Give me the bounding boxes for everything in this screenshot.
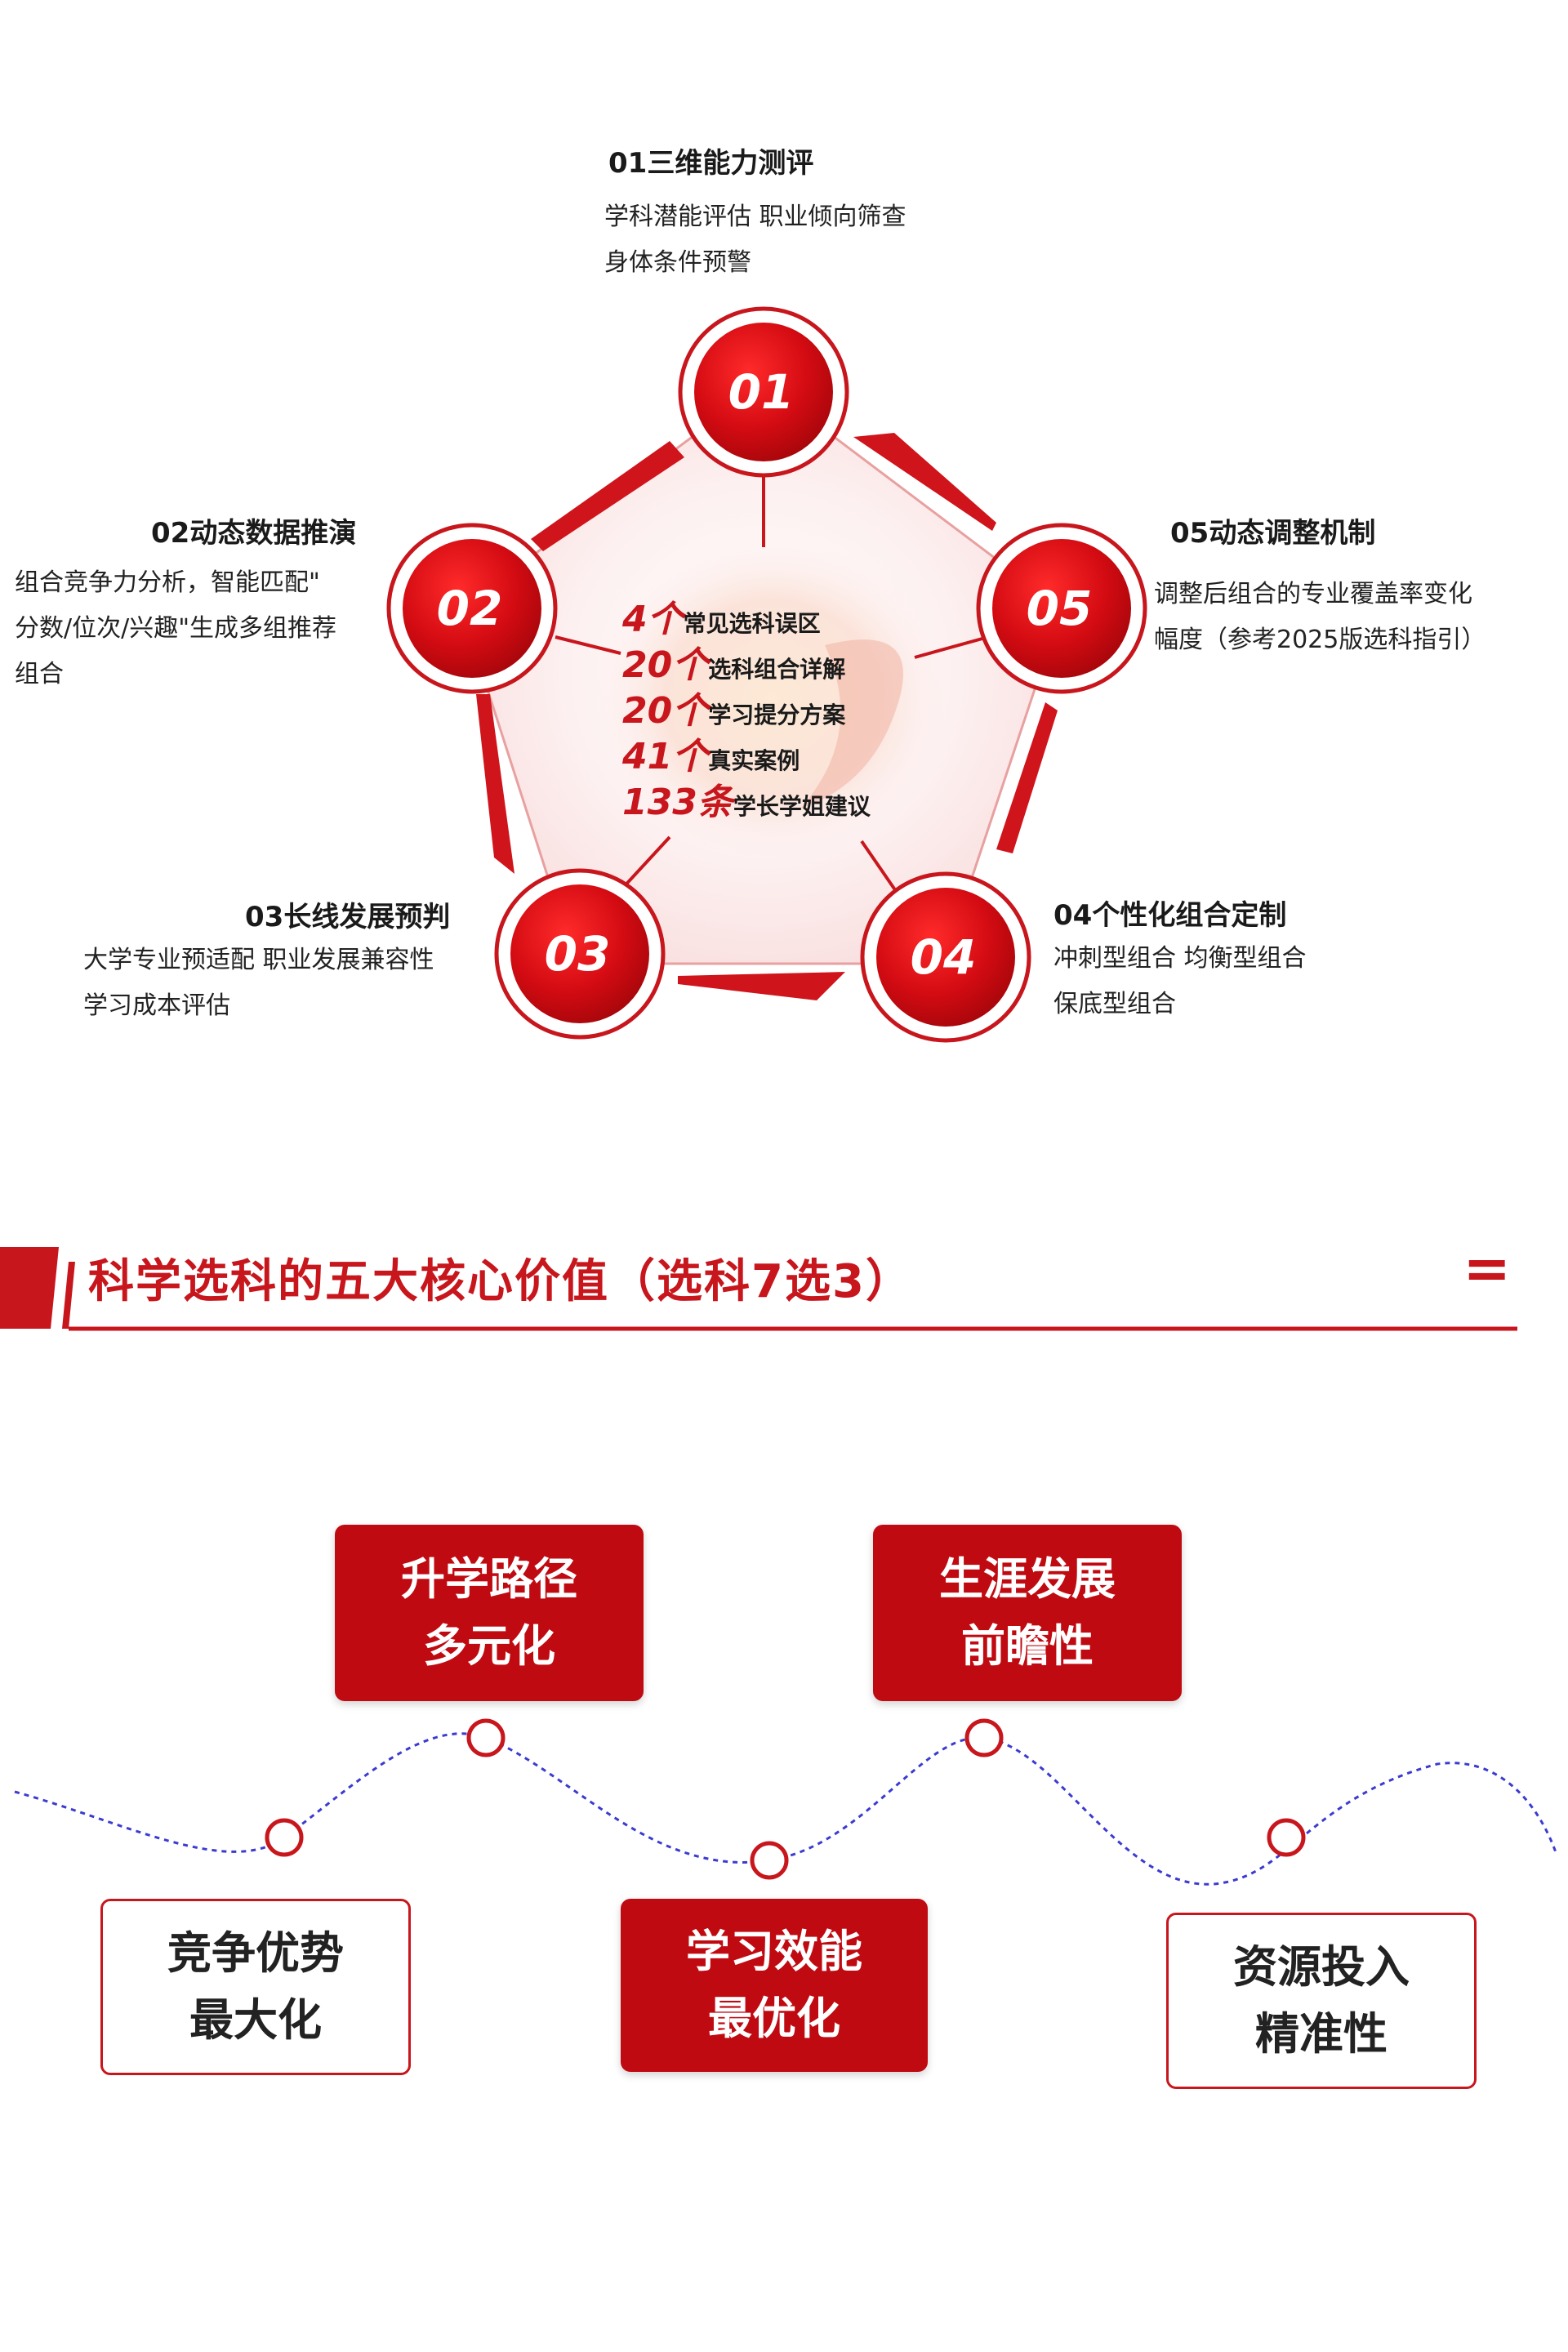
value-box-3-line2: 最大化 — [189, 1994, 322, 2046]
wave-node-4 — [964, 1718, 1004, 1757]
section-header-decoration — [0, 1247, 1517, 1331]
section-equals-mark: = — [1463, 1235, 1511, 1302]
node-title-05: 05动态调整机制 — [1170, 517, 1376, 550]
center-glow — [592, 535, 951, 862]
value-box-1: 升学路径 多元化 — [335, 1525, 644, 1701]
node-badge-02: 02 — [437, 581, 503, 636]
node-desc-02-line1: 组合竞争力分析，智能匹配" — [15, 568, 320, 597]
node-desc-02: 组合竞争力分析，智能匹配" 分数/位次/兴趣"生成多组推荐 组合 — [15, 560, 336, 697]
arrow-05-to-01 — [853, 433, 996, 531]
value-box-4-line1: 学习效能 — [686, 1926, 862, 1977]
node-desc-05-line1: 调整后组合的专业覆盖率变化 — [1154, 580, 1472, 608]
value-box-2-line2: 前瞻性 — [961, 1620, 1094, 1672]
arrow-02-to-03 — [476, 694, 514, 874]
node-desc-03-line1: 大学专业预适配 职业发展兼容性 — [83, 946, 434, 974]
node-desc-02-line3: 组合 — [15, 660, 64, 688]
center-stat-1: 4个常见选科误区 — [622, 599, 821, 640]
node-title-01: 01三维能力测评 — [608, 147, 814, 180]
value-box-3: 竞争优势 最大化 — [100, 1899, 411, 2075]
node-badge-05: 05 — [1027, 581, 1093, 636]
value-box-5-line1: 资源投入 — [1233, 1941, 1410, 1993]
value-wave — [14, 1718, 1557, 1886]
node-badge-01: 01 — [728, 364, 795, 420]
center-stat-3: 20个学习提分方案 — [622, 690, 846, 732]
node-desc-03-line2: 学习成本评估 — [83, 991, 230, 1020]
value-box-4: 学习效能 最优化 — [621, 1899, 928, 2072]
node-balls — [386, 306, 1147, 1043]
spokes — [555, 474, 989, 908]
wave-node-1 — [265, 1818, 304, 1857]
node-badge-04: 04 — [911, 929, 977, 985]
node-title-03: 03长线发展预判 — [245, 901, 451, 933]
arrow-04-to-05 — [996, 702, 1058, 853]
node-ball-05 — [976, 523, 1147, 694]
node-badge-03: 03 — [545, 926, 611, 982]
value-box-3-line1: 竞争优势 — [167, 1927, 344, 1979]
node-desc-01: 学科潜能评估 职业倾向筛查 身体条件预警 — [604, 194, 906, 286]
node-title-02: 02动态数据推演 — [151, 517, 357, 550]
value-box-1-line2: 多元化 — [423, 1620, 555, 1672]
center-stat-5: 133条学长学姐建议 — [622, 782, 871, 823]
node-desc-03: 大学专业预适配 职业发展兼容性 学习成本评估 — [83, 938, 434, 1029]
value-box-2-line1: 生涯发展 — [939, 1553, 1116, 1605]
wave-node-2 — [466, 1718, 506, 1757]
node-desc-01-line1: 学科潜能评估 职业倾向筛查 — [604, 203, 906, 231]
value-box-1-line1: 升学路径 — [401, 1553, 577, 1605]
node-desc-04-line2: 保底型组合 — [1054, 990, 1176, 1018]
value-box-4-line2: 最优化 — [708, 1993, 840, 2044]
section-title: 科学选科的五大核心价值（选科7选3） — [88, 1255, 913, 1308]
arrow-03-to-04 — [678, 972, 845, 1000]
cycle-arrows — [476, 433, 1058, 1000]
value-box-5-line2: 精准性 — [1255, 2008, 1388, 2060]
wave-line — [14, 1732, 1557, 1886]
value-box-5: 资源投入 精准性 — [1166, 1913, 1477, 2089]
node-ball-03 — [494, 868, 666, 1040]
node-ball-04 — [860, 871, 1031, 1043]
wave-node-5 — [1267, 1818, 1306, 1857]
node-desc-04: 冲刺型组合 均衡型组合 保底型组合 — [1054, 936, 1307, 1027]
node-ball-02 — [386, 523, 558, 694]
pentagon-diagram: 01 02 03 04 05 — [386, 306, 1147, 1043]
center-swoosh — [800, 639, 903, 808]
node-ball-01 — [678, 306, 849, 478]
arrow-01-to-02 — [531, 441, 684, 551]
node-desc-01-line2: 身体条件预警 — [604, 248, 751, 277]
node-desc-04-line1: 冲刺型组合 均衡型组合 — [1054, 944, 1307, 973]
node-desc-02-line2: 分数/位次/兴趣"生成多组推荐 — [15, 614, 337, 643]
center-stat-2: 20个选科组合详解 — [622, 644, 846, 686]
node-desc-05-line2: 幅度（参考2025版选科指引） — [1154, 626, 1486, 654]
value-box-2: 生涯发展 前瞻性 — [873, 1525, 1182, 1701]
node-desc-05: 调整后组合的专业覆盖率变化 幅度（参考2025版选科指引） — [1154, 572, 1486, 663]
center-stat-4: 41个真实案例 — [622, 736, 800, 777]
node-title-04: 04个性化组合定制 — [1054, 899, 1287, 932]
wave-node-3 — [750, 1841, 789, 1880]
